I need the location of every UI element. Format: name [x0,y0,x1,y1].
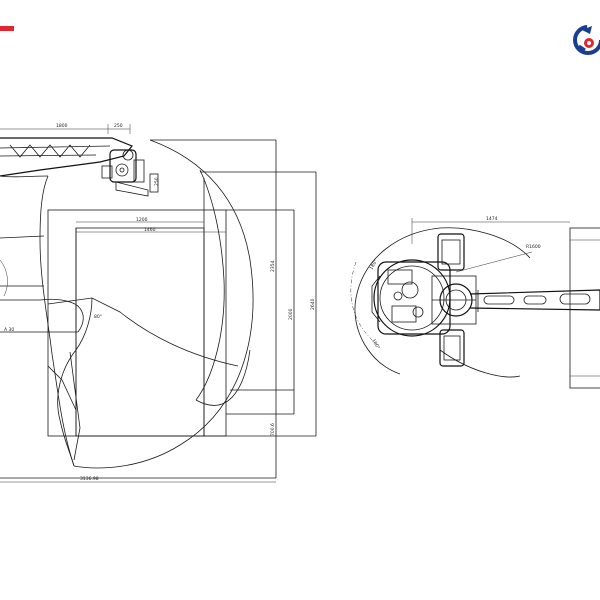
work-area-outer [47,209,227,437]
arm-top-view [469,289,600,312]
work-area-inner [75,227,205,437]
dim-h-2000: 2000 [288,308,294,320]
gear-arrow-logo-icon [573,25,600,55]
dim-angle-bottom: 180° [370,338,381,350]
dim-h-2354: 2354 [270,260,276,272]
dim-radius: R1600 [526,244,541,250]
wrist-joint [101,149,159,197]
dim-angle-a: 80° [94,314,102,320]
swept-arc [354,227,531,375]
dim-reach-1474: 1474 [486,216,498,222]
dim-angle-top: 180° [369,259,380,271]
dim-base-total: 3136.98 [80,476,99,482]
robot-base-top [371,259,451,337]
brand-accent-bar [0,26,14,31]
dim-w-1460: 1460 [144,227,156,233]
upper-arm [0,137,133,177]
dim-arm-1: 1800 [56,123,68,129]
dim-arm-2: 250 [114,123,123,129]
workspace-envelope [73,139,254,469]
side-view: 1800 250 250 [0,123,317,483]
top-work-area [569,227,600,389]
dim-h-700: 700.6 [270,423,276,436]
dim-side-small: 250 [154,177,160,186]
dim-h-2640: 2640 [310,298,316,310]
drive-motors [431,233,477,367]
dim-w-1200: 1200 [136,217,148,223]
top-view: 1474 R1600 180° 180° [350,216,600,389]
dim-angle-b: A 30 [4,327,14,333]
